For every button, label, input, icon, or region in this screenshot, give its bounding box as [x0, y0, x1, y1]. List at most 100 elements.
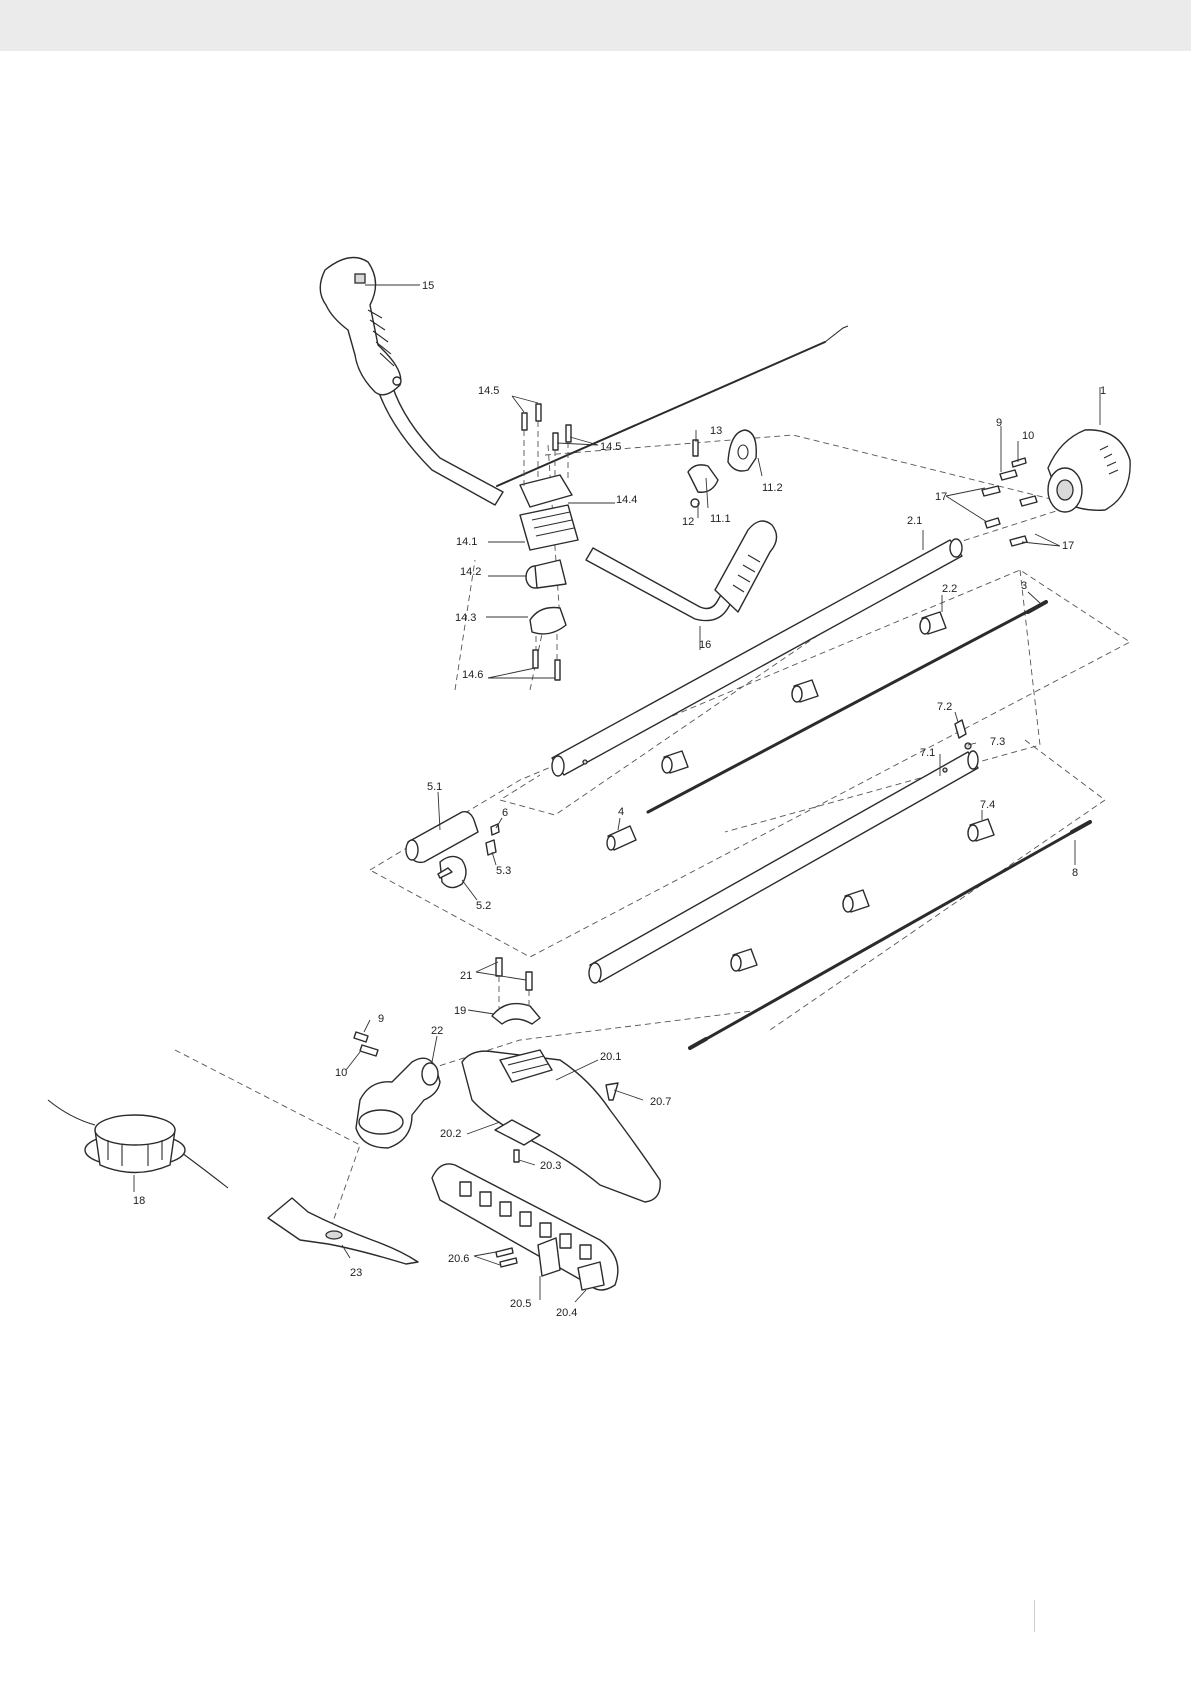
lower-tube-hole — [943, 768, 947, 772]
callout-12: 12 — [682, 516, 694, 528]
handle-pivot-screw — [393, 377, 401, 385]
callout-13: 13 — [710, 425, 722, 437]
trimmer-head-top — [95, 1115, 175, 1145]
gear-head-group — [354, 1032, 440, 1148]
upper-driveshaft — [648, 605, 1040, 812]
harness-eyelet — [728, 430, 756, 471]
trimmer-line-right — [178, 1150, 228, 1188]
handle-clamp-top — [520, 475, 572, 507]
callout-3: 3 — [1021, 580, 1027, 592]
bracket-clamp — [688, 465, 718, 492]
callout-11-2: 11.2 — [762, 482, 783, 494]
tube-pin — [955, 720, 966, 738]
lower-driveshaft-splines-front — [690, 1039, 706, 1048]
guard-extension-screw-b — [500, 1258, 517, 1267]
lower-driveshaft — [692, 824, 1087, 1047]
callout-14-3: 14.3 — [455, 612, 476, 624]
upper-driveshaft-splines — [1028, 602, 1046, 612]
callout-14-4: 14.4 — [616, 494, 637, 506]
callout-21: 21 — [460, 970, 472, 982]
callout-10-upper: 10 — [1022, 430, 1034, 442]
callout-20-2: 20.2 — [440, 1128, 461, 1140]
gear-head-input — [422, 1063, 438, 1085]
page-edge-marker — [1034, 1600, 1035, 1632]
handle-clamp-bottom — [530, 608, 566, 634]
guard-extension-screw-a — [496, 1248, 513, 1257]
callout-7-1: 7.1 — [920, 747, 935, 759]
callout-8: 8 — [1072, 867, 1078, 879]
bracket-screw-21b — [526, 972, 532, 990]
callout-17-right: 17 — [1062, 540, 1074, 552]
lower-tube-rear-end — [968, 751, 978, 769]
lower-tube-front-end — [589, 963, 601, 983]
housing-screws — [982, 458, 1037, 546]
shaft-coupler-end — [607, 836, 615, 850]
callout-20-6: 20.6 — [448, 1253, 469, 1265]
tube-joint-end — [406, 840, 418, 860]
callout-14-1: 14.1 — [456, 536, 477, 548]
callout-20-3: 20.3 — [540, 1160, 561, 1172]
callout-20-5: 20.5 — [510, 1298, 531, 1310]
trimmer-head-group — [48, 1100, 228, 1188]
callout-1: 1 — [1100, 385, 1106, 397]
guard-shield — [462, 1051, 660, 1202]
callout-16: 16 — [699, 639, 711, 651]
callout-19: 19 — [454, 1005, 466, 1017]
bracket-screw-21a — [496, 958, 502, 976]
gear-head-screw-9 — [354, 1032, 368, 1042]
callout-9-upper: 9 — [996, 417, 1002, 429]
callout-14-5-lower: 14.5 — [600, 441, 621, 453]
clutch-housing-bore — [1057, 480, 1073, 500]
guard-group — [462, 1050, 660, 1202]
gear-head-output — [359, 1110, 403, 1134]
upper-tube-hole — [583, 760, 587, 764]
callout-7-4: 7.4 — [980, 799, 995, 811]
callout-7-3: 7.3 — [990, 736, 1005, 748]
callout-2-2: 2.2 — [942, 583, 957, 595]
callout-9-lower: 9 — [378, 1013, 384, 1025]
tube-joint — [408, 812, 478, 863]
callout-15: 15 — [422, 280, 434, 292]
callout-5-2: 5.2 — [476, 900, 491, 912]
tube-pin-ball — [965, 743, 971, 749]
clutch-housing-group — [982, 430, 1130, 546]
harness-bracket-group — [688, 430, 756, 507]
guard-extension-clamp — [538, 1238, 560, 1276]
callout-20-4: 20.4 — [556, 1307, 577, 1319]
lower-drive-tube — [589, 720, 994, 983]
callout-11-1: 11.1 — [710, 513, 731, 525]
throttle-cable — [497, 342, 825, 486]
callout-20-7: 20.7 — [650, 1096, 671, 1108]
grass-blade — [268, 1198, 418, 1264]
callout-17-left: 17 — [935, 491, 947, 503]
callout-18: 18 — [133, 1195, 145, 1207]
callout-5-3: 5.3 — [496, 865, 511, 877]
callout-14-6: 14.6 — [462, 669, 483, 681]
callout-4: 4 — [618, 806, 624, 818]
tube-joint-group — [406, 812, 499, 888]
left-handlebar-tube — [378, 385, 503, 505]
callout-7-2: 7.2 — [937, 701, 952, 713]
throttle-cable-end — [825, 326, 848, 342]
callout-10-lower: 10 — [335, 1067, 347, 1079]
throttle-button — [355, 274, 365, 283]
clamp-sleeve — [535, 560, 566, 588]
upper-driveshaft-group — [648, 602, 1046, 812]
guard-screw-20-7 — [606, 1083, 618, 1100]
callout-2-1: 2.1 — [907, 515, 922, 527]
lower-driveshaft-splines-rear — [1072, 822, 1090, 832]
guard-bracket-group — [492, 958, 540, 1024]
clamp-bottom-bolts — [533, 650, 560, 680]
joint-screw-5-3 — [486, 840, 496, 855]
lower-tube-body — [590, 752, 978, 982]
handlebar-assembly — [320, 258, 848, 681]
callout-23: 23 — [350, 1267, 362, 1279]
callout-14-2: 14.2 — [460, 566, 481, 578]
callout-20-1: 20.1 — [600, 1051, 621, 1063]
callout-6: 6 — [502, 807, 508, 819]
guard-screw-20-3 — [514, 1150, 519, 1162]
trimmer-line-left — [48, 1100, 95, 1125]
callout-14-5-upper: 14.5 — [478, 385, 499, 397]
upper-tube-front-end — [552, 756, 564, 776]
